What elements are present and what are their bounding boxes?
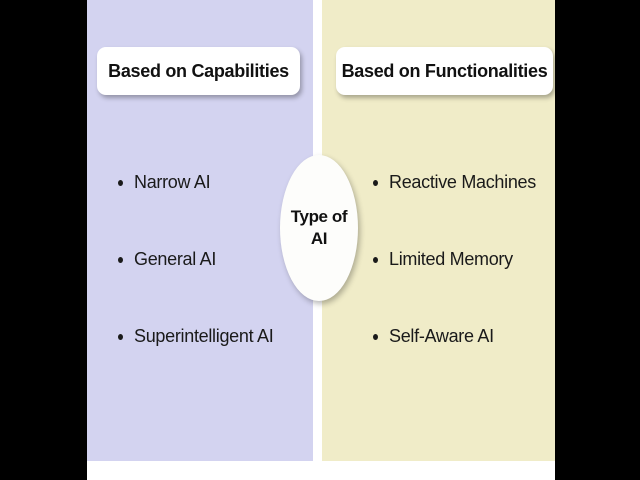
- header-label-functionalities: Based on Functionalities: [341, 60, 548, 81]
- center-node-type-of-ai: Type of AI: [280, 155, 358, 301]
- list-item-label: Self-Aware AI: [389, 326, 494, 346]
- list-item: Self-Aware AI: [373, 326, 573, 403]
- list-item: Narrow AI: [118, 172, 318, 249]
- header-card-capabilities: Based on Capabilities: [97, 47, 300, 95]
- list-item-label: Superintelligent AI: [134, 326, 274, 346]
- bullet-dot-icon: [118, 180, 123, 186]
- letterbox-bar-right: [555, 0, 640, 480]
- center-node-line-1: Type of: [290, 207, 348, 226]
- list-item-label: Limited Memory: [389, 249, 513, 269]
- header-card-functionalities: Based on Functionalities: [336, 47, 553, 95]
- bullet-dot-icon: [373, 334, 378, 340]
- list-item-label: Narrow AI: [134, 172, 211, 192]
- bullet-dot-icon: [373, 257, 378, 263]
- list-item: Reactive Machines: [373, 172, 573, 249]
- bullet-dot-icon: [118, 257, 123, 263]
- list-item: Superintelligent AI: [118, 326, 318, 403]
- letterbox-bar-left: [0, 0, 87, 480]
- list-item-label: Reactive Machines: [389, 172, 536, 192]
- list-item: Limited Memory: [373, 249, 573, 326]
- header-label-capabilities: Based on Capabilities: [108, 60, 289, 81]
- list-capabilities: Narrow AI General AI Superintelligent AI: [118, 172, 318, 403]
- bullet-dot-icon: [373, 180, 378, 186]
- list-item-label: General AI: [134, 249, 217, 269]
- list-item: General AI: [118, 249, 318, 326]
- list-functionalities: Reactive Machines Limited Memory Self-Aw…: [373, 172, 573, 403]
- center-node-line-2: AI: [310, 229, 328, 248]
- bullet-dot-icon: [118, 334, 123, 340]
